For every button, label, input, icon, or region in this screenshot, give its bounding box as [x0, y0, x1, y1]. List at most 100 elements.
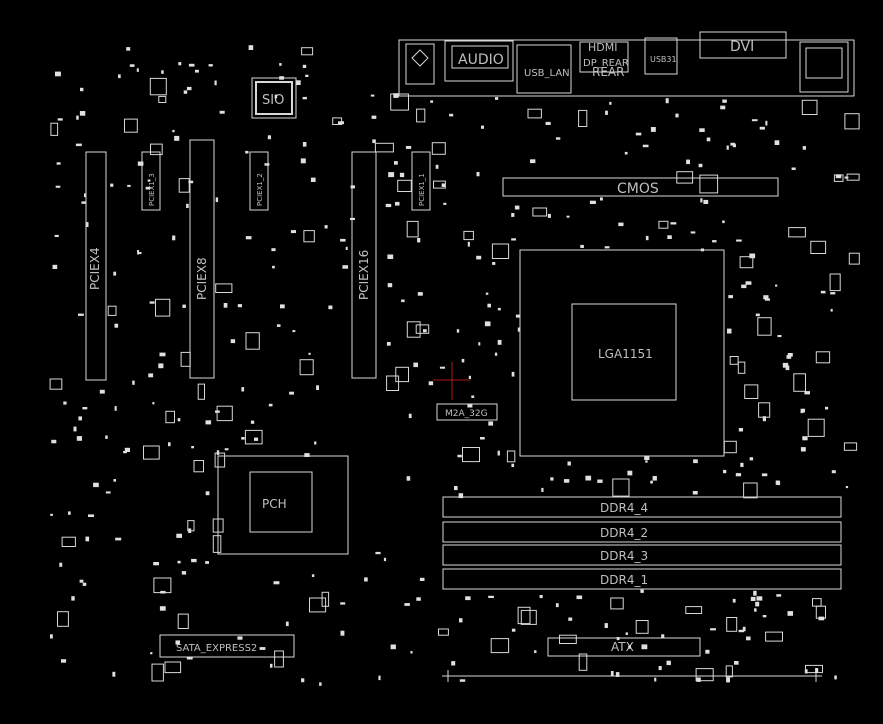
component-pad: [182, 304, 186, 308]
component-pad: [831, 470, 836, 474]
m2-slot: M2A_32G: [433, 362, 498, 421]
component-pad: [580, 244, 584, 248]
component-pad: [467, 241, 470, 247]
component-pad: [511, 371, 515, 377]
component-pad: [800, 447, 806, 452]
component-pad: [609, 101, 612, 105]
component-outline: [758, 402, 771, 418]
component-pad: [160, 590, 166, 594]
component-outline: [155, 298, 171, 317]
sata-express2-label: SATA_EXPRESS2: [176, 643, 257, 654]
component-outline: [299, 359, 314, 376]
component-pad: [441, 183, 446, 187]
component-pad: [302, 64, 307, 68]
component-pad: [114, 323, 119, 328]
component-pad: [406, 476, 411, 481]
component-pad: [782, 362, 789, 368]
component-pad: [399, 172, 405, 178]
component-outline: [744, 384, 759, 399]
ddr4-slots: DDR4_4 DDR4_2 DDR4_3 DDR4_1: [442, 496, 842, 590]
component-pad: [454, 486, 458, 491]
component-pad: [158, 363, 164, 369]
component-outline: [50, 122, 59, 136]
component-pad: [68, 511, 71, 515]
component-pad: [80, 87, 84, 92]
component-outline: [177, 613, 189, 629]
component-outline: [197, 383, 205, 400]
component-pad: [692, 491, 698, 495]
component-pad: [245, 150, 249, 154]
component-pad: [115, 537, 122, 541]
component-pad: [237, 636, 243, 640]
pch-label: PCH: [262, 497, 287, 511]
component-pad: [749, 457, 754, 461]
component-pad: [145, 186, 151, 190]
component-pad: [645, 235, 649, 241]
component-pad: [710, 628, 716, 631]
component-pad: [600, 197, 603, 201]
component-pad: [755, 313, 760, 317]
sio-label: SIO: [262, 93, 284, 108]
component-pad: [690, 231, 696, 234]
component-pad: [364, 577, 368, 582]
cpu-socket: LGA1151: [519, 249, 725, 457]
component-pad: [791, 167, 796, 170]
rear-label: REAR: [592, 65, 624, 79]
component-pad: [205, 420, 212, 425]
component-pad: [63, 401, 67, 405]
component-pad: [137, 161, 144, 166]
component-pad: [75, 143, 82, 147]
component-pad: [161, 70, 164, 74]
ddr4-1-label: DDR4_1: [600, 573, 648, 587]
component-pad: [834, 675, 837, 680]
component-pad: [628, 645, 631, 649]
component-pad: [50, 513, 53, 516]
component-outline: [765, 631, 783, 642]
component-pad: [152, 402, 155, 405]
component-pad: [830, 292, 836, 295]
rear-io: AUDIO USB_LAN HDMI DP_REAR REAR USB31 DV…: [398, 31, 855, 97]
pciex1-2-slot: [249, 151, 269, 211]
component-pad: [302, 96, 307, 100]
minor-components: [49, 45, 860, 686]
pciex16-label: PCIEX16: [357, 250, 371, 300]
component-pad: [215, 197, 219, 203]
component-pad: [775, 284, 778, 287]
component-pad: [615, 672, 620, 677]
component-pad: [390, 644, 396, 650]
component-outline: [463, 230, 474, 241]
component-pad: [550, 477, 554, 481]
component-pad: [457, 454, 462, 458]
component-pad: [57, 118, 63, 121]
component-pad: [267, 135, 271, 140]
component-pad: [494, 352, 498, 356]
component-pad: [443, 202, 447, 205]
component-pad: [776, 594, 782, 597]
component-pad: [624, 151, 628, 155]
component-outline: [406, 220, 419, 238]
component-pad: [416, 597, 421, 601]
component-pad: [545, 121, 551, 125]
pciex4-label: PCIEX4: [88, 247, 102, 290]
component-outline: [374, 142, 394, 153]
component-pad: [753, 590, 757, 596]
component-pad: [205, 491, 210, 496]
component-outline: [303, 230, 315, 243]
component-pad: [52, 264, 58, 269]
component-pad: [696, 677, 701, 682]
component-pad: [79, 111, 86, 116]
component-pad: [370, 94, 375, 97]
component-pad: [404, 603, 410, 606]
component-outline: [658, 220, 669, 229]
component-pad: [175, 640, 180, 645]
component-pad: [99, 389, 105, 394]
component-pad: [740, 462, 744, 467]
component-outline: [143, 445, 160, 460]
component-outline: [743, 482, 758, 499]
component-pad: [497, 339, 502, 345]
component-pad: [82, 582, 87, 586]
component-pad: [605, 110, 608, 115]
atx-connector: ATX: [547, 637, 701, 657]
pch-chip: PCH: [217, 455, 349, 555]
